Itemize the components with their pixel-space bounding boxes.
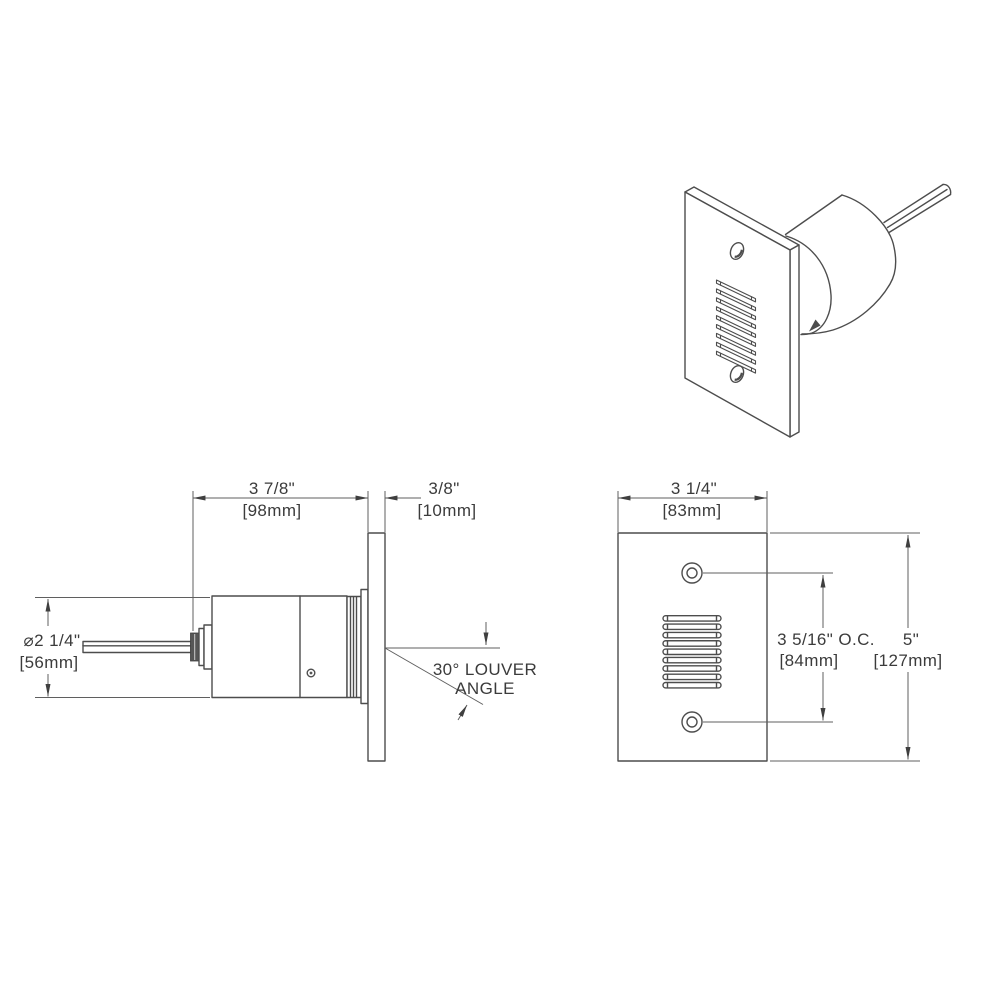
side-connector-collar [198, 627, 205, 667]
iso-faceplate [684, 186, 800, 438]
louver-angle-arrow-bottom [457, 704, 468, 721]
front-dimensions: 3 1/4" [83mm] 3 5/16" O.C. [84mm] 5" [12… [617, 479, 943, 762]
dim-plate-thickness-in: 3/8" [428, 479, 459, 498]
side-fixture [82, 532, 386, 762]
louver-angle-slope-line [384, 647, 484, 705]
side-louver-angle-callout: 30° LOUVER ANGLE [384, 622, 537, 721]
dim-plate-width-mm: [83mm] [662, 501, 721, 520]
iso-cylinder-front-rim [785, 235, 832, 336]
dim-hole-spacing-mm: [84mm] [779, 651, 838, 670]
iso-cylinder-top-edge [784, 194, 843, 236]
side-faceplate [367, 532, 386, 762]
louver-angle-label-line2: ANGLE [455, 679, 515, 698]
iso-screw-hole-top-countersink [734, 249, 743, 258]
iso-wire-edge-top [883, 183, 944, 224]
dim-body-depth-in: 3 7/8" [249, 479, 295, 498]
iso-screw-hole-bottom-countersink [734, 372, 743, 381]
dim-plate-height-in: 5" [903, 630, 919, 649]
iso-wire-edge-bottom [888, 193, 952, 234]
front-screw-hole-bottom-outer [681, 711, 703, 733]
side-lead-wire [82, 640, 192, 654]
side-flange [360, 588, 369, 705]
front-faceplate [617, 532, 768, 762]
side-dimensions: 3 7/8" [98mm] 3/8" [10mm] ⌀2 1/4" [56mm] [19, 479, 476, 698]
iso-wire-edge-mid [886, 188, 948, 229]
iso-plate-right-face [789, 244, 800, 438]
front-fixture [617, 532, 768, 762]
dim-body-depth-mm: [98mm] [242, 501, 301, 520]
side-set-screw-center [309, 671, 313, 675]
side-body-cylinder [211, 595, 348, 699]
front-screw-hole-top-inner [686, 567, 698, 579]
iso-plate-front-face [684, 191, 791, 438]
iso-cylinder-back-outline [801, 194, 897, 335]
dim-plate-height-mm: [127mm] [874, 651, 943, 670]
dim-hole-spacing-in: 3 5/16" O.C. [777, 630, 875, 649]
side-view: 3 7/8" [98mm] 3/8" [10mm] ⌀2 1/4" [56mm]… [19, 479, 537, 762]
iso-lead-wire [883, 183, 952, 234]
side-set-screw [306, 668, 316, 678]
iso-view [684, 183, 952, 438]
iso-rim-accent [809, 319, 821, 332]
dim-plate-width-in: 3 1/4" [671, 479, 717, 498]
iso-body-cylinder [784, 194, 897, 336]
front-screw-hole-bottom-inner [686, 716, 698, 728]
front-screw-hole-top-outer [681, 562, 703, 584]
dim-plate-thickness-mm: [10mm] [417, 501, 476, 520]
dim-diameter-mm: [56mm] [19, 653, 78, 672]
iso-screw-hole-top-outer [729, 241, 745, 261]
side-back-boss [203, 624, 213, 670]
front-view: 3 1/4" [83mm] 3 5/16" O.C. [84mm] 5" [12… [617, 479, 943, 762]
dim-diameter-in: ⌀2 1/4" [24, 631, 81, 650]
louver-angle-label-line1: 30° LOUVER [433, 660, 537, 679]
iso-wire-end-cap [942, 183, 952, 196]
iso-screw-hole-top [729, 241, 745, 261]
